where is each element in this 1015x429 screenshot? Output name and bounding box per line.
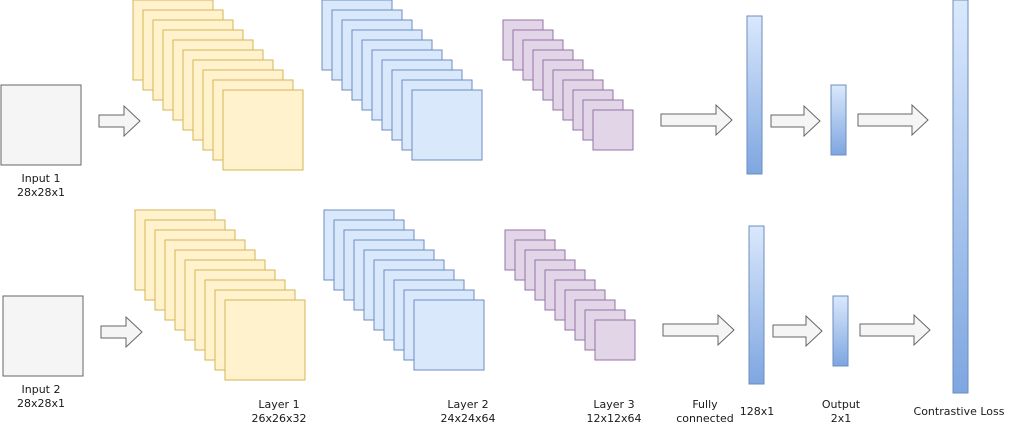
layer-1-dims: 26x26x32 bbox=[251, 412, 306, 424]
output-bar-bottom bbox=[832, 295, 849, 367]
layer-3-bottom-map-10 bbox=[594, 319, 636, 361]
layer-2-dims: 24x24x64 bbox=[440, 412, 495, 424]
layer-2-label: Layer 2 bbox=[447, 398, 488, 411]
input-1-box bbox=[0, 84, 82, 166]
layer-3-dims: 12x12x64 bbox=[586, 412, 641, 424]
layer-1-label: Layer 1 bbox=[258, 398, 299, 411]
input-2-box bbox=[2, 295, 84, 377]
arrow-fc-to-output-top-icon bbox=[770, 104, 821, 138]
layer-1-top-map-10 bbox=[222, 89, 304, 171]
fc-bar-bottom bbox=[748, 225, 765, 385]
arrow-output-to-loss-top-icon bbox=[857, 103, 929, 137]
input-2-label: Input 2 bbox=[22, 383, 61, 396]
input-1-dims: 28x28x1 bbox=[17, 186, 65, 199]
flow-arrows bbox=[98, 103, 931, 349]
layer-1-bottom-map-10 bbox=[224, 299, 306, 381]
contrastive-loss-bar bbox=[952, 0, 969, 394]
layer-2-bottom-map-10 bbox=[413, 299, 485, 371]
arrow-input-to-layer1-bottom-icon bbox=[100, 315, 143, 349]
fc-label-line2: connected bbox=[676, 412, 734, 424]
arrow-layer3-to-fc-bottom-icon bbox=[662, 313, 735, 347]
layer-3-top-map-10 bbox=[592, 109, 634, 151]
layer-2-top-map-10 bbox=[411, 89, 483, 161]
input-1-label: Input 1 bbox=[22, 172, 61, 185]
contrastive-loss-label: Contrastive Loss bbox=[914, 405, 1005, 418]
fc-bar-top bbox=[746, 15, 763, 175]
arrow-layer3-to-fc-top-icon bbox=[660, 103, 733, 137]
output-dims: 2x1 bbox=[831, 412, 852, 424]
arrow-output-to-loss-bottom-icon bbox=[859, 313, 931, 347]
arrow-fc-to-output-bottom-icon bbox=[772, 314, 823, 348]
layer-stacks bbox=[132, 0, 636, 381]
fc-dims: 128x1 bbox=[740, 405, 775, 418]
input-2-dims: 28x28x1 bbox=[17, 397, 65, 410]
output-bar-top bbox=[830, 84, 847, 156]
fc-label-line1: Fully bbox=[692, 398, 718, 411]
layer-3-label: Layer 3 bbox=[593, 398, 634, 411]
output-label: Output bbox=[822, 398, 861, 411]
arrow-input-to-layer1-top-icon bbox=[98, 104, 141, 138]
